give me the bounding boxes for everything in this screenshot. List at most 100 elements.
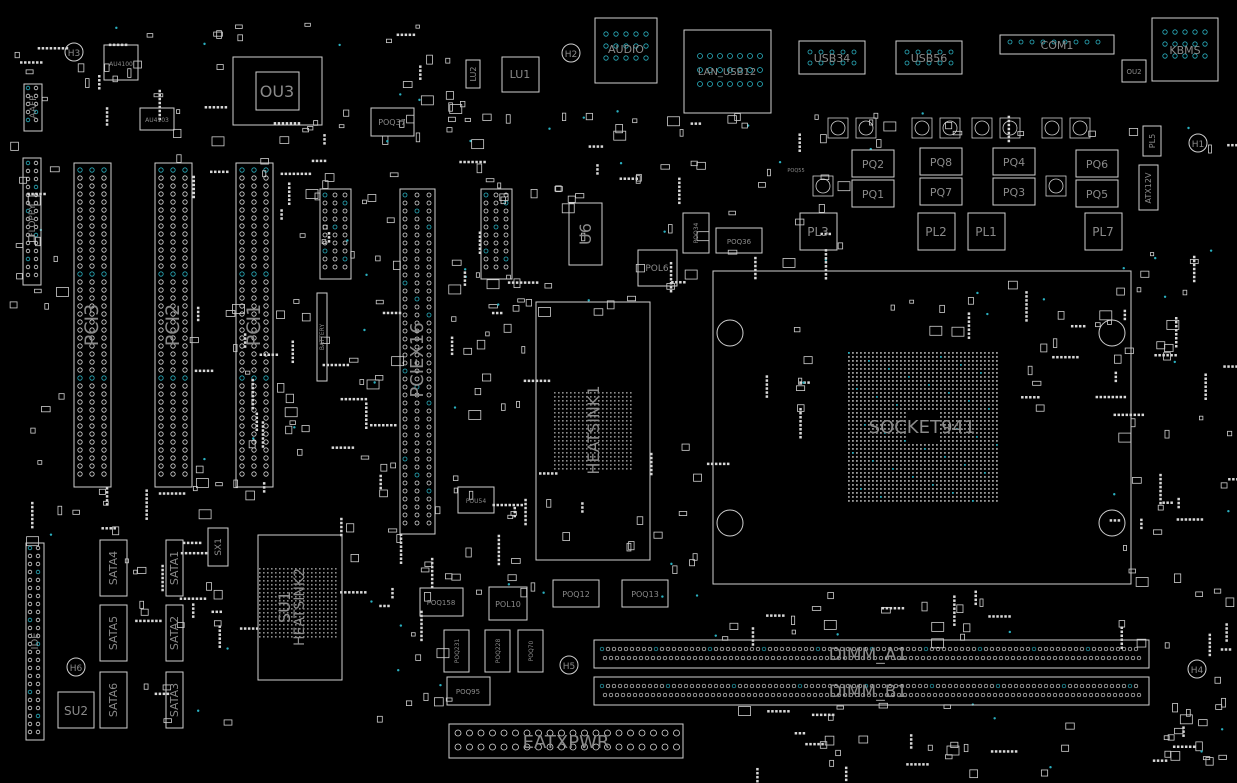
socket-pad — [864, 364, 866, 366]
pin-row-pad — [158, 89, 161, 93]
socket-pad — [984, 416, 986, 418]
chip-pad — [610, 392, 612, 394]
socket-pad — [976, 480, 978, 482]
socket-pad — [900, 444, 902, 446]
pci-slot-pin — [158, 215, 164, 221]
pin-row-pad — [722, 462, 726, 466]
socket-pad — [984, 468, 986, 470]
smd-component — [476, 589, 482, 595]
smd-component — [575, 193, 585, 199]
chip-pad — [606, 464, 608, 466]
dimm-pin — [638, 655, 644, 661]
socket-pad — [848, 356, 850, 358]
kbms-connector — [1151, 17, 1219, 82]
chip-pad — [602, 456, 604, 458]
chip-pad — [267, 628, 269, 630]
chip-pad — [263, 604, 265, 606]
smd-component — [1215, 704, 1223, 710]
pin-row-pad — [988, 615, 991, 618]
smd-component — [1124, 347, 1134, 355]
smd-component — [415, 132, 421, 143]
smd-component — [324, 173, 335, 182]
socket-pad — [964, 424, 966, 426]
socket-pad — [988, 388, 990, 390]
socket-pad — [872, 472, 874, 474]
eatx-pin — [558, 729, 565, 737]
socket-pad — [892, 396, 894, 398]
socket-pad — [860, 496, 862, 498]
pin-row-pad — [247, 627, 251, 630]
pci-slot-pin — [89, 471, 95, 477]
pci-slot-pin — [101, 311, 107, 317]
smd-component — [561, 203, 575, 214]
pci-slot-pin — [170, 455, 176, 461]
pci-slot-pin — [263, 471, 269, 477]
socket-pad — [944, 464, 946, 466]
dimm-pin — [833, 683, 839, 689]
socket-pad — [944, 484, 946, 486]
header-pin — [25, 240, 31, 246]
smd-component — [1123, 545, 1127, 551]
socket-pad — [848, 372, 850, 374]
chip-pad — [590, 448, 592, 450]
socket-pad — [892, 460, 894, 462]
socket-pad — [920, 376, 922, 378]
chip-pad — [283, 572, 285, 574]
chip-pad — [263, 580, 265, 582]
smd-component — [285, 393, 294, 404]
pin-row-pad — [678, 189, 681, 193]
socket-pad — [924, 352, 926, 354]
socket-pad — [872, 476, 874, 478]
pin-row-pad — [508, 503, 511, 507]
sx1-label: SX1 — [214, 538, 224, 556]
eatx-pin — [661, 729, 669, 737]
chip-pad — [271, 568, 273, 570]
socket-pad — [984, 420, 986, 422]
chip-pad — [311, 620, 313, 622]
dimm-pin — [656, 692, 662, 698]
chip-pad — [586, 444, 588, 446]
socket-pad — [884, 460, 886, 462]
pin-row-pad — [243, 333, 247, 336]
via — [346, 239, 349, 242]
socket-pad — [964, 384, 966, 386]
chip-pad — [315, 568, 317, 570]
socket-pad — [916, 484, 918, 486]
socket-pad — [992, 416, 994, 418]
chip-pad — [594, 456, 596, 458]
chip-pad — [275, 600, 277, 602]
socket-pad — [856, 468, 858, 470]
pin-row-pad — [463, 160, 466, 164]
chip-pad — [295, 604, 297, 606]
dimm-b1-slot — [593, 676, 1150, 706]
pci-slot-pin — [239, 311, 245, 317]
pciex16-pin — [414, 312, 420, 318]
audio-pin — [633, 55, 639, 61]
socket-pad — [944, 380, 946, 382]
pin-row-pad — [1177, 505, 1180, 509]
pci-slot-pin — [101, 407, 107, 413]
socket-pad — [956, 448, 958, 450]
pin-row-pad — [1170, 501, 1173, 504]
via — [986, 312, 989, 316]
chip-pad — [271, 632, 273, 634]
socket-pad — [948, 496, 950, 498]
chip-pad — [566, 400, 568, 402]
chip-pad — [602, 464, 604, 466]
com-pin — [1073, 39, 1079, 45]
chip-pad — [570, 400, 572, 402]
chip-pad — [259, 588, 261, 590]
pin-row-pad — [161, 576, 164, 580]
socket-pad — [920, 452, 922, 454]
chip-pad — [582, 428, 584, 430]
chip-pad — [574, 408, 576, 410]
pci-slot-pin — [77, 423, 83, 429]
socket-pad — [912, 472, 914, 474]
usb-pin — [851, 49, 857, 55]
socket-pad — [936, 480, 938, 482]
pci-slot-pin — [239, 439, 245, 445]
pin-row-pad — [1192, 259, 1196, 263]
chip-pad — [315, 604, 317, 606]
pin-row-pad — [344, 397, 348, 401]
pciex16-pin — [414, 256, 420, 262]
